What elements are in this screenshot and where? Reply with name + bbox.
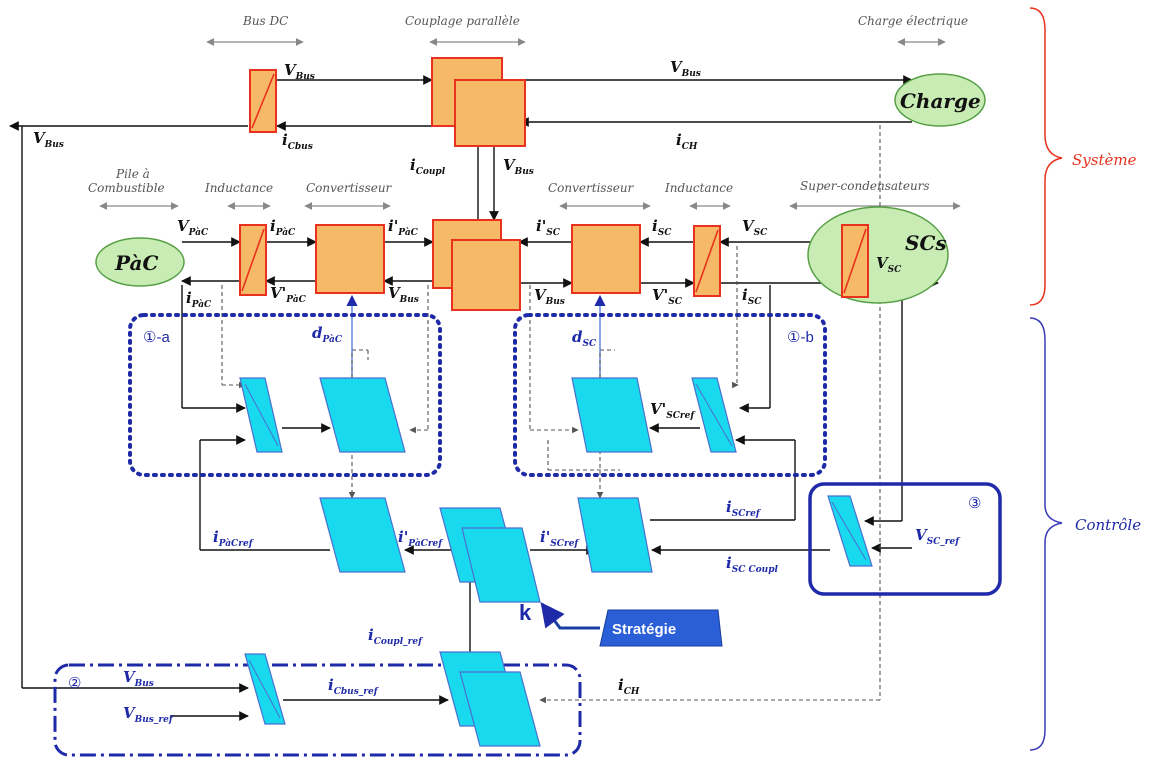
header-inductance-right: Inductance — [664, 181, 733, 195]
k-label: k — [519, 600, 532, 625]
header-convertisseur-right: Convertisseur — [548, 181, 635, 195]
zone-3-label: ③ — [968, 495, 981, 512]
strategie-button[interactable] — [599, 609, 723, 647]
label-v-bus-left: VBus — [33, 129, 64, 150]
orange-blocks — [239, 57, 721, 311]
zone-2-label: ② — [68, 675, 81, 692]
zone-1a-frame — [128, 313, 442, 477]
zone-1b-label: ①-b — [787, 329, 814, 346]
label-v-bus-top: VBus — [284, 61, 315, 82]
label-i-pac-ref-prime: i'PàCref — [398, 528, 444, 549]
control-labels: ①-a ①-b ② ③ dPàC dSC V'SCref iPàCref i'P… — [68, 324, 981, 725]
control-blocks — [239, 377, 873, 747]
label-v-bus-c: VBus — [123, 668, 154, 689]
label-v-sc: VSC — [742, 217, 768, 238]
label-systeme: Système — [1072, 151, 1137, 169]
label-i-sc-ref: iSCref — [726, 498, 762, 519]
header-pile-2: Combustible — [88, 181, 165, 195]
label-i-pac-2: iPàC — [186, 289, 212, 310]
label-i-ch-c: iCH — [618, 676, 640, 697]
label-i-coupl-ref: iCoupl_ref — [368, 626, 424, 647]
label-i-cbus-ref: iCbus_ref — [328, 676, 380, 697]
ctrl-coupl-front — [461, 527, 541, 603]
header-couplage: Couplage parallèle — [405, 14, 520, 28]
pac-label: PàC — [114, 251, 158, 275]
ctrl-convertisseur-right — [571, 377, 653, 453]
zone-2-frame — [53, 663, 582, 757]
label-i-sc-ref-prime: i'SCref — [540, 528, 580, 549]
label-v-sc-prime: V'SC — [652, 286, 683, 307]
control-wires — [170, 125, 912, 721]
ctrl-bus-coupl-front — [459, 671, 541, 747]
zone-1a-label: ①-a — [143, 329, 170, 346]
label-v-pac: VPàC — [177, 217, 209, 238]
ctrl-sc-ref — [577, 497, 653, 573]
label-i-coupl: iCoupl — [410, 156, 446, 177]
label-i-sc-prime: i'SC — [536, 217, 561, 238]
strategie-arrow — [540, 602, 600, 630]
brace-controle — [1029, 317, 1063, 751]
label-v-bus-ref: VBus_ref — [123, 704, 175, 725]
scs-label: SCs — [905, 231, 947, 255]
header-supercond: Super-condensateurs — [800, 179, 930, 193]
label-i-pac-prime: i'PàC — [388, 217, 419, 238]
ctrl-convertisseur-left — [319, 377, 406, 453]
system-wires — [9, 75, 939, 693]
label-controle: Contrôle — [1075, 516, 1141, 534]
header-bus-dc: Bus DC — [242, 14, 288, 28]
convertisseur-left-block — [315, 224, 385, 294]
couplage-mid-front — [451, 239, 521, 311]
label-i-cbus: iCbus — [282, 131, 313, 152]
label-d-sc: dSC — [572, 328, 597, 349]
header-convertisseur-left: Convertisseur — [306, 181, 393, 195]
label-d-pac: dPàC — [312, 324, 343, 345]
zone-3-frame — [808, 482, 1002, 596]
label-i-sc-coupl: iSC Coupl — [726, 554, 779, 575]
label-i-pac-1: iPàC — [270, 217, 296, 238]
convertisseur-right-block — [571, 224, 641, 294]
header-arrows — [99, 38, 961, 210]
header-charge-electrique: Charge électrique — [858, 14, 968, 28]
brace-systeme — [1029, 7, 1063, 306]
charge-source — [894, 73, 986, 127]
label-v-bus-mid: VBus — [503, 156, 534, 177]
label-i-ch: iCH — [676, 131, 698, 152]
label-v-pac-prime: V'PàC — [270, 284, 307, 305]
couplage-top-front — [454, 79, 526, 147]
label-v-bus-charge: VBus — [670, 58, 701, 79]
strategie-label: Stratégie — [612, 621, 676, 638]
header-pile-1: Pile à — [115, 167, 150, 181]
label-v-sc-2: VSC — [876, 254, 902, 275]
label-i-sc: iSC — [652, 217, 672, 238]
charge-label: Charge — [900, 89, 981, 113]
label-v-sc-ref: VSC_ref — [915, 526, 961, 547]
pac-source — [95, 237, 185, 287]
zone-1b-frame — [513, 313, 827, 477]
header-inductance-left: Inductance — [204, 181, 273, 195]
system-labels: VBus VBus VBus iCbus iCH iCoupl VBus VPà… — [33, 58, 902, 310]
label-v-bus-r2: VBus — [534, 286, 565, 307]
label-v-bus-l2: VBus — [388, 284, 419, 305]
label-v-sc-ref-prime: V'SCref — [650, 400, 696, 421]
ctrl-pac-ref — [319, 497, 406, 573]
label-i-sc-2: iSC — [742, 286, 762, 307]
label-i-pac-ref: iPàCref — [213, 528, 255, 549]
